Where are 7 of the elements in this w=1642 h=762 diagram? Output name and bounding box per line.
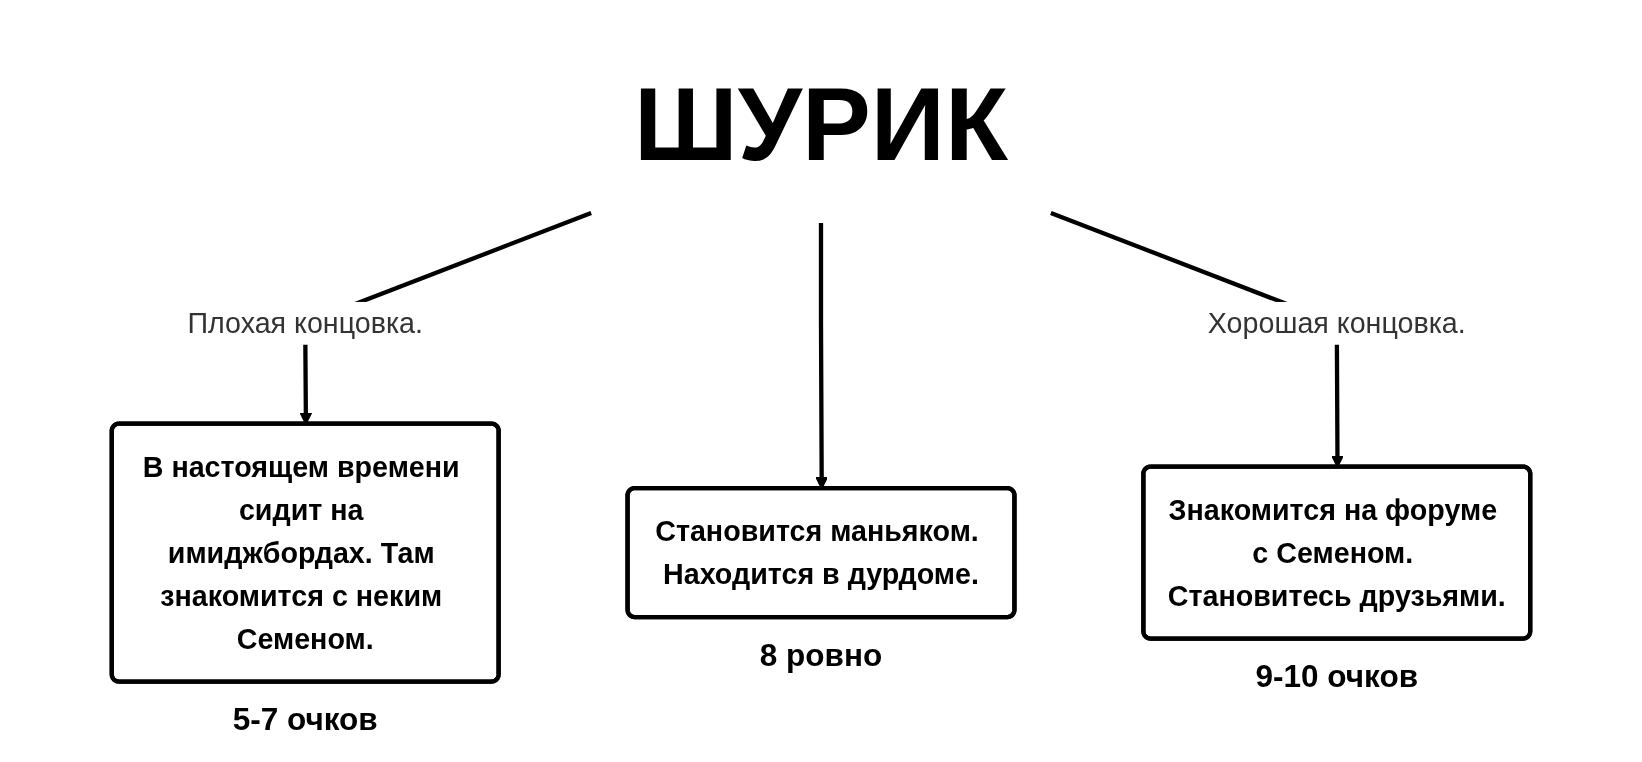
outcome-box: В настоящем времени сидит на имиджбордах. Там знакомится с неким Семеном. — [109, 421, 501, 684]
score-label: 5-7 очков — [232, 701, 378, 738]
score-label: 8 ровно — [759, 636, 883, 673]
outcome-box: Становится маньяком. Находится в дурдоме. — [625, 485, 1017, 620]
title-text: ШУРИК — [634, 66, 1008, 182]
outcome-box: Знакомится на форуме с Семеном. Становитесь друзьями. — [1141, 464, 1533, 641]
score-label: 9-10 очков — [1255, 658, 1419, 695]
